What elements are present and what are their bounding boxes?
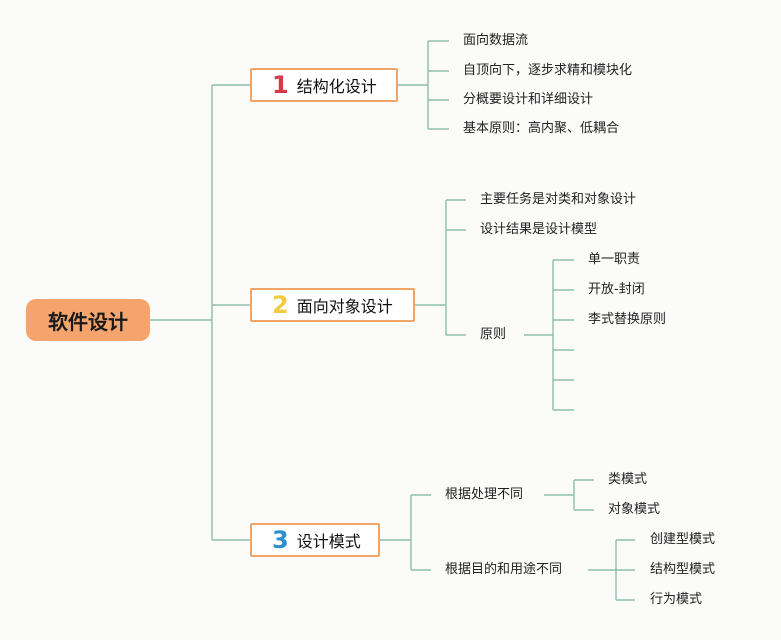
branch-object-oriented-design[interactable]: 2 面向对象设计 (250, 288, 415, 322)
leaf-item[interactable]: 自顶向下，逐步求精和模块化 (463, 63, 633, 78)
leaf-item[interactable]: 面向数据流 (463, 33, 529, 48)
principle-item[interactable]: 单一职责 (588, 252, 641, 267)
root-label: 软件设计 (48, 309, 128, 334)
leaf-item[interactable]: 主要任务是对类和对象设计 (480, 192, 637, 207)
group-label[interactable]: 根据目的和用途不同 (445, 562, 563, 577)
number-2-badge: 2 (272, 291, 289, 319)
leaf-item-principles[interactable]: 原则 (480, 327, 507, 342)
leaf-item[interactable]: 基本原则：高内聚、低耦合 (463, 121, 620, 136)
branch-structured-design[interactable]: 1 结构化设计 (250, 68, 398, 102)
branch-design-patterns[interactable]: 3 设计模式 (250, 523, 380, 557)
branch-label: 结构化设计 (296, 77, 377, 96)
leaf-item[interactable]: 创建型模式 (650, 532, 716, 547)
principle-item[interactable]: 李式替换原则 (588, 312, 667, 327)
principle-item[interactable]: 开放-封闭 (588, 282, 645, 297)
leaf-item[interactable]: 类模式 (608, 472, 648, 487)
branch-label: 设计模式 (296, 532, 361, 551)
leaf-item[interactable]: 结构型模式 (650, 562, 716, 577)
root-node[interactable]: 软件设计 (26, 299, 150, 341)
branch-label: 面向对象设计 (296, 297, 393, 316)
leaf-item[interactable]: 行为模式 (650, 592, 703, 607)
number-1-badge: 1 (272, 71, 289, 99)
group-label[interactable]: 根据处理不同 (445, 487, 524, 502)
leaf-item[interactable]: 对象模式 (608, 502, 661, 517)
number-3-badge: 3 (272, 526, 289, 554)
leaf-item[interactable]: 设计结果是设计模型 (480, 222, 598, 237)
leaf-item[interactable]: 分概要设计和详细设计 (463, 92, 594, 107)
